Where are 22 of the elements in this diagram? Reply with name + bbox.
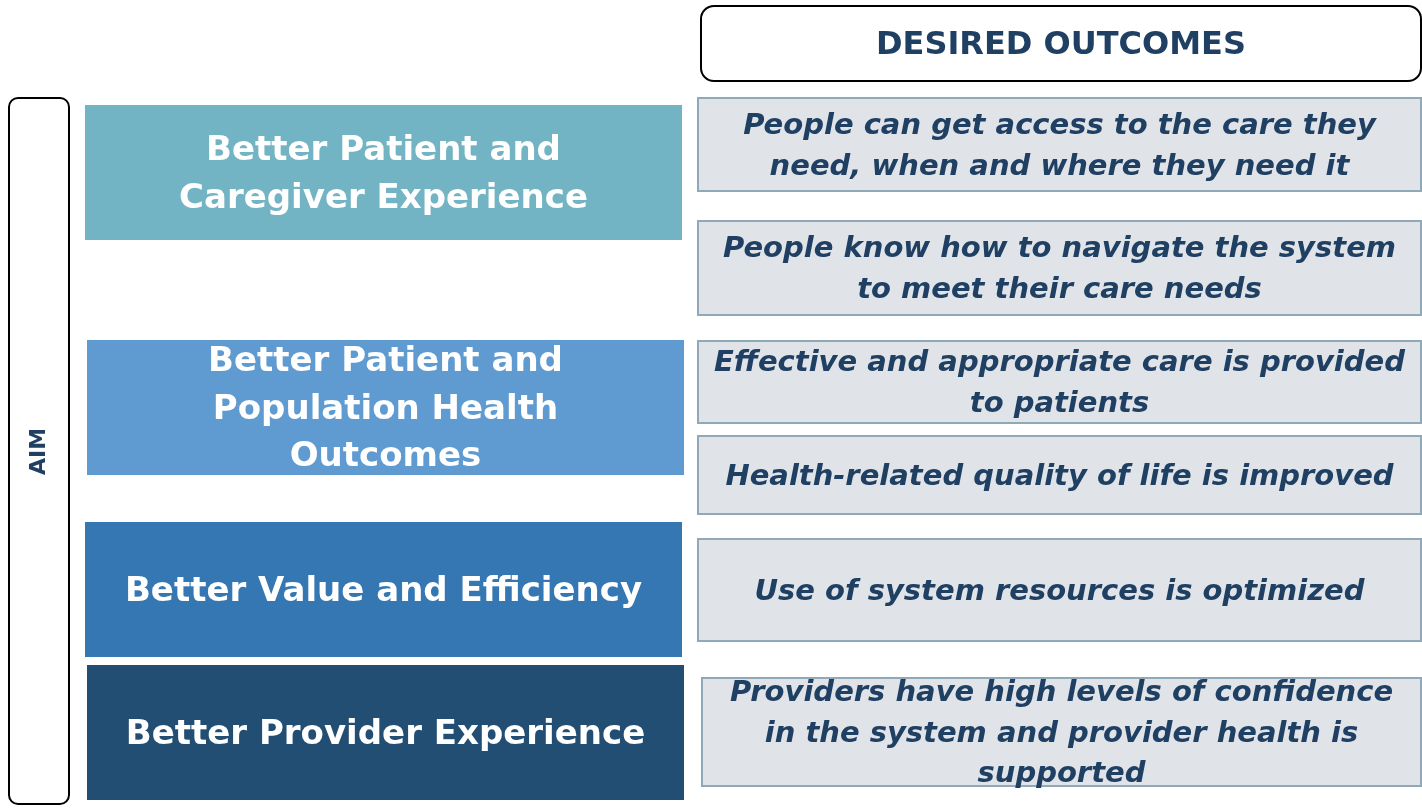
outcome-box [697,538,1422,642]
aim-box [84,521,683,658]
aim-box [84,104,683,241]
aim-box [86,664,685,801]
aim-title: Better Value and Efficiency [124,567,643,611]
header-text: DESIRED OUTCOMES [876,23,1246,65]
header-box [700,5,1422,82]
outcome-box [697,435,1422,515]
aim-bar [8,97,70,805]
outcome-text: Health-related quality of life is improved [725,456,1394,494]
outcome-text: Use of system resources is optimized [754,571,1365,609]
aim-box [86,339,685,476]
outcome-box [697,97,1422,192]
outcome-text: Providers have high levels of confidence in the system and provider health is supported [728,673,1395,792]
aim-label: AIM [24,427,52,475]
outcome-box [697,220,1422,316]
aim-title: Better Patient and Population Health Outcomes [207,338,564,477]
outcome-text: Effective and appropriate care is provided to patients [713,343,1406,421]
aim-title: Better Patient and Caregiver Experience [178,126,589,218]
outcome-text: People can get access to the care they need, when and where they need it [742,105,1378,184]
aim-title: Better Provider Experience [125,710,646,754]
outcome-text: People know how to navigate the system to meet their care needs [721,229,1398,307]
